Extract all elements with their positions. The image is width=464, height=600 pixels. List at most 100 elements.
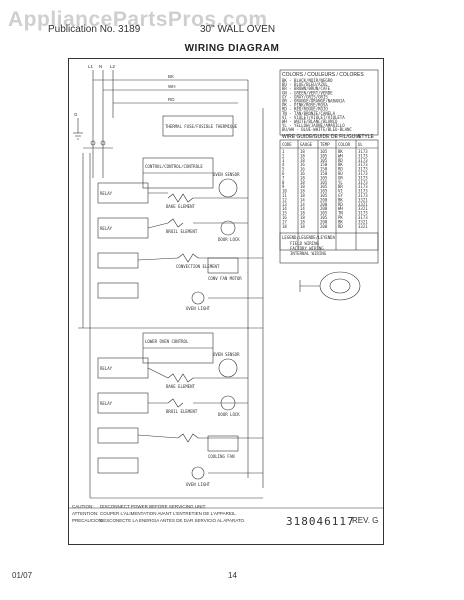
color-code-item: GN - GREEN/VERT/VERDE xyxy=(282,90,333,95)
wire-table-cell: 18 xyxy=(300,158,305,163)
relay-label-2: RELAY xyxy=(100,226,113,231)
legend-line: FIELD WIRING xyxy=(290,241,319,246)
wire-table-header: GAUGE xyxy=(300,142,313,147)
wire-table-cell: WH xyxy=(338,153,343,158)
wire-table-cell: 105 xyxy=(320,184,328,189)
wire-table-style: STYLE xyxy=(358,134,375,140)
wire-table-cell: 6 xyxy=(282,171,285,176)
color-code-item: RD - RED/ROUGE/ROJO xyxy=(282,107,328,112)
thermal-fuse-label: THERMAL FUSE/FUSIBLE THERMIQUE xyxy=(165,124,238,129)
wire-table-cell: BK xyxy=(338,162,343,167)
wire-table-cell: 3173 xyxy=(358,184,368,189)
wire-table-cell: 18 xyxy=(300,175,305,180)
wire-table-cell: 4 xyxy=(282,162,285,167)
wire-table-cell: 150 xyxy=(320,162,328,167)
wire-table-cell: 18 xyxy=(300,189,305,194)
wire-table-cell: 18 xyxy=(300,211,305,216)
wire-table-cell: 3173 xyxy=(358,193,368,198)
wire-table-cell: 3 xyxy=(282,158,285,163)
color-code-item: BK - BLACK/NOIR/NEGRO xyxy=(282,78,333,83)
color-code-item: BU/WH - BLUE-WHITE/BLEU-BLANC xyxy=(282,127,352,132)
wire-table-cell: 3173 xyxy=(358,149,368,154)
element-label-5: BROIL ELEMENT xyxy=(166,409,198,414)
color-code-item: VI - VIOLET/VIOLET/VIOLETA xyxy=(282,115,345,120)
element-label-3: CONVECTION ELEMENT xyxy=(176,264,220,269)
color-code-item: TN - TAN/BRONZE/CANELA xyxy=(282,111,336,116)
door-lock-label-1: DOOR LOCK xyxy=(218,237,240,242)
wire-table-cell: 150 xyxy=(320,171,328,176)
relay-label-4: RELAY xyxy=(100,401,113,406)
page-title: WIRING DIAGRAM xyxy=(184,43,280,54)
warning-text-spanish: DESCONECTE LA ENERGIA ANTES DE DAR SERVI… xyxy=(100,518,246,523)
wire-table-cell: 12 xyxy=(282,197,287,202)
wire-table-cell: 105 xyxy=(320,158,328,163)
wire-table-cell: 105 xyxy=(320,153,328,158)
wire-table-cell: 8 xyxy=(282,180,285,185)
wire-table-cell: WH xyxy=(338,206,343,211)
wire-table-cell: 5 xyxy=(282,167,285,172)
wire-table-cell: 14 xyxy=(300,206,305,211)
motor-label-2: COOLING FAN xyxy=(208,454,235,459)
color-code-item: PK - PINK/ROSE/ROSA xyxy=(282,103,328,108)
wire-table-cell: 14 xyxy=(282,206,287,211)
wire-table-cell: 10 xyxy=(282,189,287,194)
color-code-title: COLORS / COULEURS / COLORES xyxy=(282,72,364,78)
wire-table-cell: 105 xyxy=(320,189,328,194)
wire-table-cell: 3173 xyxy=(358,162,368,167)
wire-table-cell: PK xyxy=(338,215,343,220)
supply-label-l2: L2 xyxy=(110,64,116,69)
watermark-logo: AppliancePartsPros.com xyxy=(8,8,268,31)
supply-label-l1: L1 xyxy=(88,64,94,69)
wire-table-cell: 14 xyxy=(300,202,305,207)
wire-table-cell: 18 xyxy=(300,219,305,224)
relay-label-3: RELAY xyxy=(100,366,113,371)
wire-table-cell: 105 xyxy=(320,193,328,198)
wire-table-header: COLOR xyxy=(338,142,351,147)
wire-table-cell: OR xyxy=(338,175,343,180)
upper-sensor-label: OVEN SENSOR xyxy=(213,172,240,177)
wire-table-cell: 11 xyxy=(282,193,287,198)
wire-table-cell: 105 xyxy=(320,180,328,185)
motor-label-1: CONV FAN MOTOR xyxy=(208,276,242,281)
wire-table-cell: 105 xyxy=(320,175,328,180)
supply-label-g: G xyxy=(74,112,78,117)
wire-table-cell: 3321 xyxy=(358,219,368,224)
wire-table-cell: 200 xyxy=(320,202,328,207)
wire-table-cell: 14 xyxy=(300,197,305,202)
element-label-1: BAKE ELEMENT xyxy=(166,204,195,209)
wire-table-cell: 200 xyxy=(320,219,328,224)
legend-line: FACTORY WIRING xyxy=(290,246,324,251)
wire-table-cell: 3173 xyxy=(358,211,368,216)
warning-label-english: CAUTION: xyxy=(72,504,94,509)
wire-table-cell: 3173 xyxy=(358,153,368,158)
warning-text-english: DISCONNECT POWER BEFORE SERVICING UNIT. xyxy=(100,504,207,509)
wire-table-cell: 7 xyxy=(282,175,285,180)
wire-table-cell: 3321 xyxy=(358,202,368,207)
relay-label-1: RELAY xyxy=(100,191,113,196)
wire-table-cell: 9 xyxy=(282,184,285,189)
wire-table-cell: 18 xyxy=(282,224,287,229)
wire-label-rd: RD xyxy=(168,97,175,102)
lamp-label-1: OVEN LIGHT xyxy=(186,306,211,311)
wire-table-cell: 3321 xyxy=(358,224,368,229)
lower-control-label: LOWER OVEN CONTROL xyxy=(145,339,189,344)
wire-table-cell: 3173 xyxy=(358,180,368,185)
color-code-item: GY - GRAY/GRIS/GRIS xyxy=(282,94,328,99)
revision: REV. G xyxy=(352,516,379,525)
wire-table-cell: 18 xyxy=(300,224,305,229)
wire-table-cell: 16 xyxy=(300,171,305,176)
wire-table-cell: VI xyxy=(338,189,343,194)
wire-table-header: UL xyxy=(358,142,363,147)
wire-table-cell: 18 xyxy=(300,215,305,220)
legend-line: INTERNAL WIRING xyxy=(290,251,327,256)
header-brand: Publication No. 3189 xyxy=(48,24,141,35)
wire-table-cell: BK xyxy=(338,149,343,154)
wire-table-title: WIRE GUIDE/GUIDE DE FIL/GUIA xyxy=(282,134,361,140)
wire-table-cell: 150 xyxy=(320,167,328,172)
wire-table-cell: 200 xyxy=(320,197,328,202)
wire-table-cell: 16 xyxy=(300,162,305,167)
wire-table-cell: 15 xyxy=(282,211,287,216)
wire-table-cell: 13 xyxy=(282,202,287,207)
wire-table-cell: RD xyxy=(338,202,343,207)
wire-table-cell: 3173 xyxy=(358,215,368,220)
